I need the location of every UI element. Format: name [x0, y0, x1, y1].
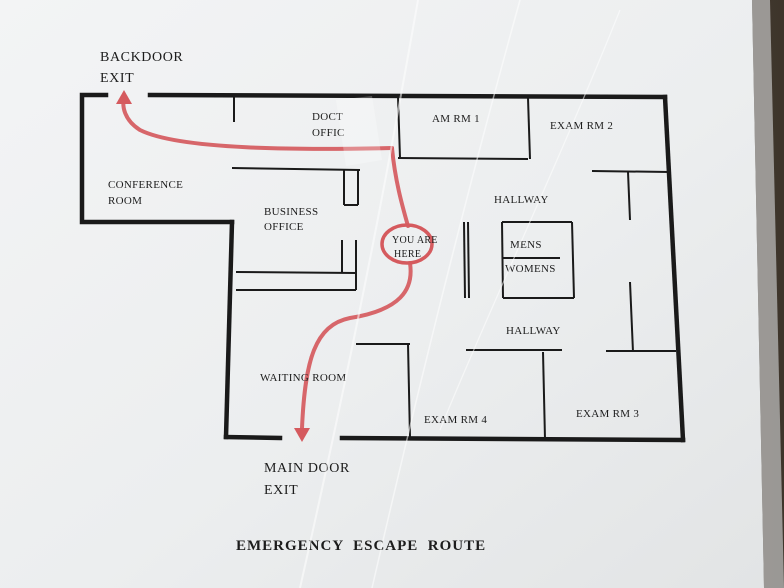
you-are-here-label-2: HERE — [394, 249, 421, 260]
backdoor-exit-label-2: EXIT — [100, 71, 134, 86]
exam-rm-1-label: AM RM 1 — [432, 113, 480, 125]
wall-bottom-left — [223, 434, 283, 441]
paper-sheet — [0, 0, 764, 588]
you-are-here-label-1: YOU ARE — [392, 235, 438, 246]
exam-rm-3-label: EXAM RM 3 — [576, 408, 639, 420]
exam-rm-2-label: EXAM RM 2 — [550, 120, 613, 132]
hallway-upper-label: HALLWAY — [494, 194, 549, 206]
conference-room-label-2: ROOM — [108, 195, 142, 207]
route-segment-upper — [390, 146, 410, 228]
mens-label: MENS — [510, 239, 542, 251]
labels: BACKDOOR EXIT DOCT OFFIC AM RM 1 EXAM RM… — [100, 50, 639, 554]
doctors-office-label-1: DOCT — [312, 111, 343, 123]
exam-rm-4-label: EXAM RM 4 — [424, 414, 487, 426]
wall-right — [662, 94, 686, 443]
backdoor-exit-label-1: BACKDOOR — [100, 50, 183, 65]
sleeve-edge — [752, 0, 784, 588]
conference-room-label-1: CONFERENCE — [108, 179, 183, 191]
route-arrow-down — [294, 428, 310, 442]
wall-bottom-right — [339, 435, 686, 443]
main-door-exit-label-2: EXIT — [264, 483, 298, 498]
you-are-here-circle — [380, 223, 434, 265]
wall-conference-outer — [79, 92, 235, 225]
route-arrow-up — [116, 90, 132, 104]
womens-label: WOMENS — [505, 263, 556, 275]
business-office-label-1: BUSINESS — [264, 206, 318, 218]
escape-route — [116, 90, 434, 442]
wall-top — [147, 92, 668, 100]
route-to-main-door — [300, 261, 413, 430]
main-door-exit-label-1: MAIN DOOR — [264, 461, 350, 476]
sleeve-glare — [299, 0, 621, 588]
waiting-room-label: WAITING ROOM — [260, 372, 346, 384]
escape-route-title: EMERGENCY ESCAPE ROUTE — [236, 538, 486, 554]
doctors-office-label-2: OFFIC — [312, 127, 345, 139]
business-office-label-2: OFFICE — [264, 221, 304, 233]
hallway-lower-label: HALLWAY — [506, 325, 561, 337]
outer-walls — [79, 92, 686, 443]
wall-left-lower — [223, 219, 235, 440]
route-to-backdoor — [121, 96, 394, 151]
